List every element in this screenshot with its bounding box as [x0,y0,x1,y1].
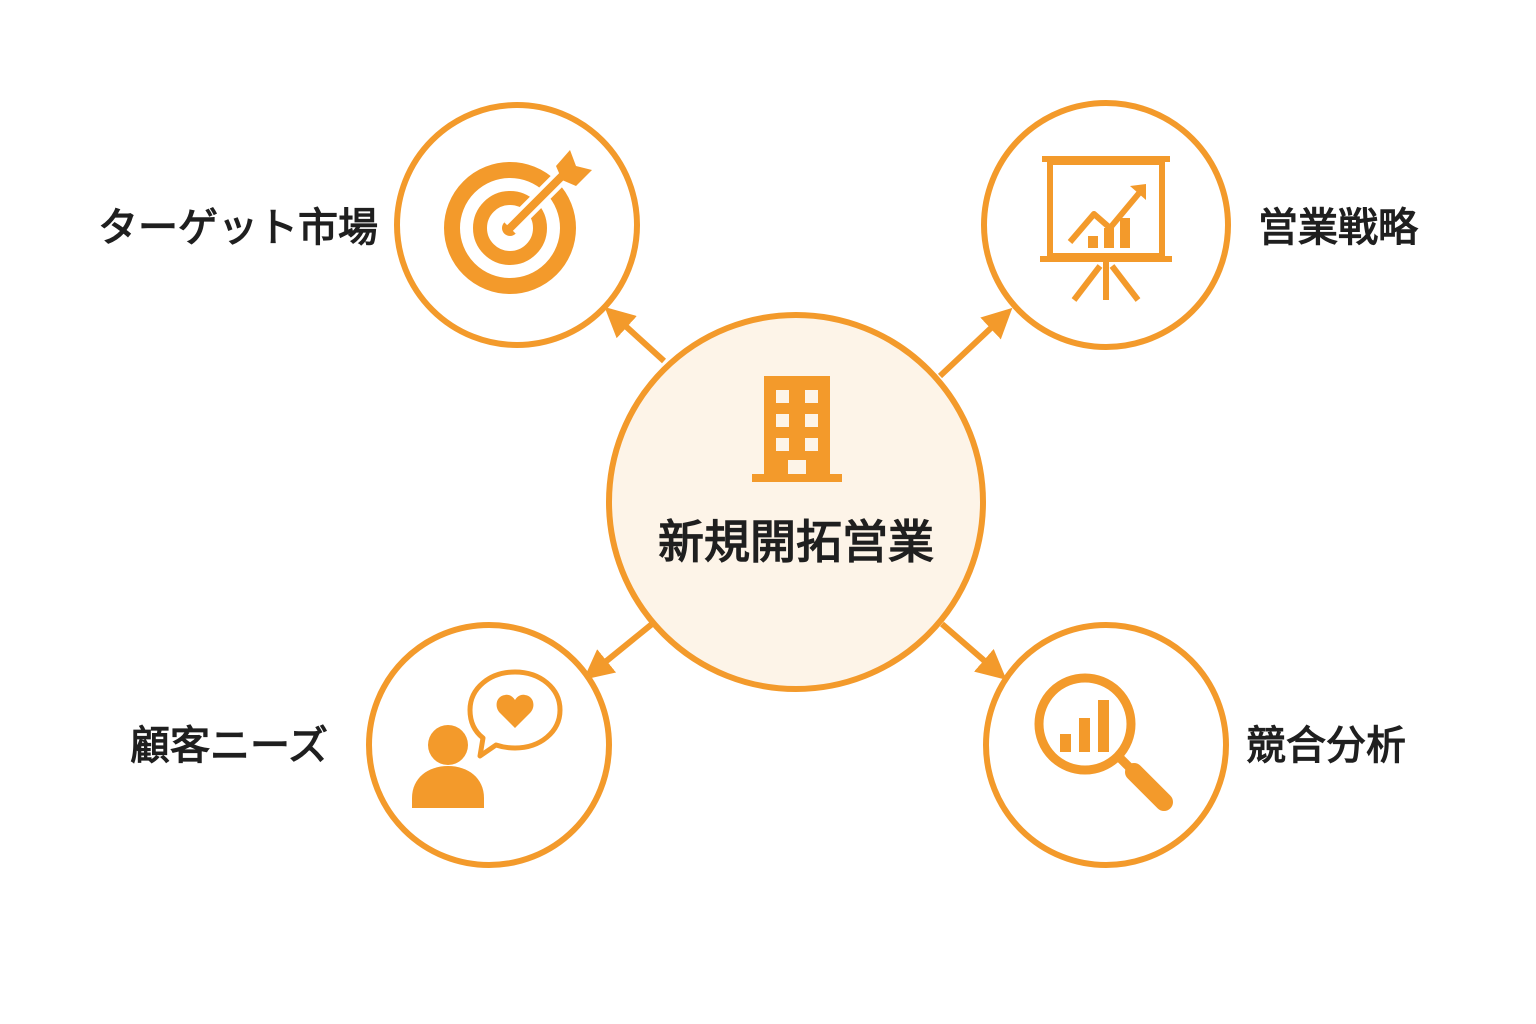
arrow-to-competitive-analysis [940,621,1007,680]
target-icon [444,150,592,294]
node-customer-needs: 顧客ニーズ [130,622,612,868]
presentation-chart-icon [1040,156,1172,302]
arrow-to-sales-strategy [937,307,1013,379]
node-label: ターゲット市場 [98,205,378,251]
node-competitive-analysis: 競合分析 [983,622,1406,868]
node-label: 営業戦略 [1258,205,1419,251]
arrow-to-customer-needs [583,621,654,680]
center-circle [606,312,986,692]
node-label: 顧客ニーズ [130,723,328,769]
node-target-market: ターゲット市場 [98,102,640,348]
node-label: 競合分析 [1246,723,1406,769]
center-node: 新規開拓営業 [606,312,986,692]
connectors [583,306,1013,680]
magnifier-chart-icon [1034,673,1173,811]
arrow-to-target-market [604,306,667,364]
building-icon [752,376,842,482]
node-sales-strategy: 営業戦略 [981,100,1419,350]
person-speech-heart-icon [412,669,563,808]
center-label: 新規開拓営業 [658,515,934,569]
